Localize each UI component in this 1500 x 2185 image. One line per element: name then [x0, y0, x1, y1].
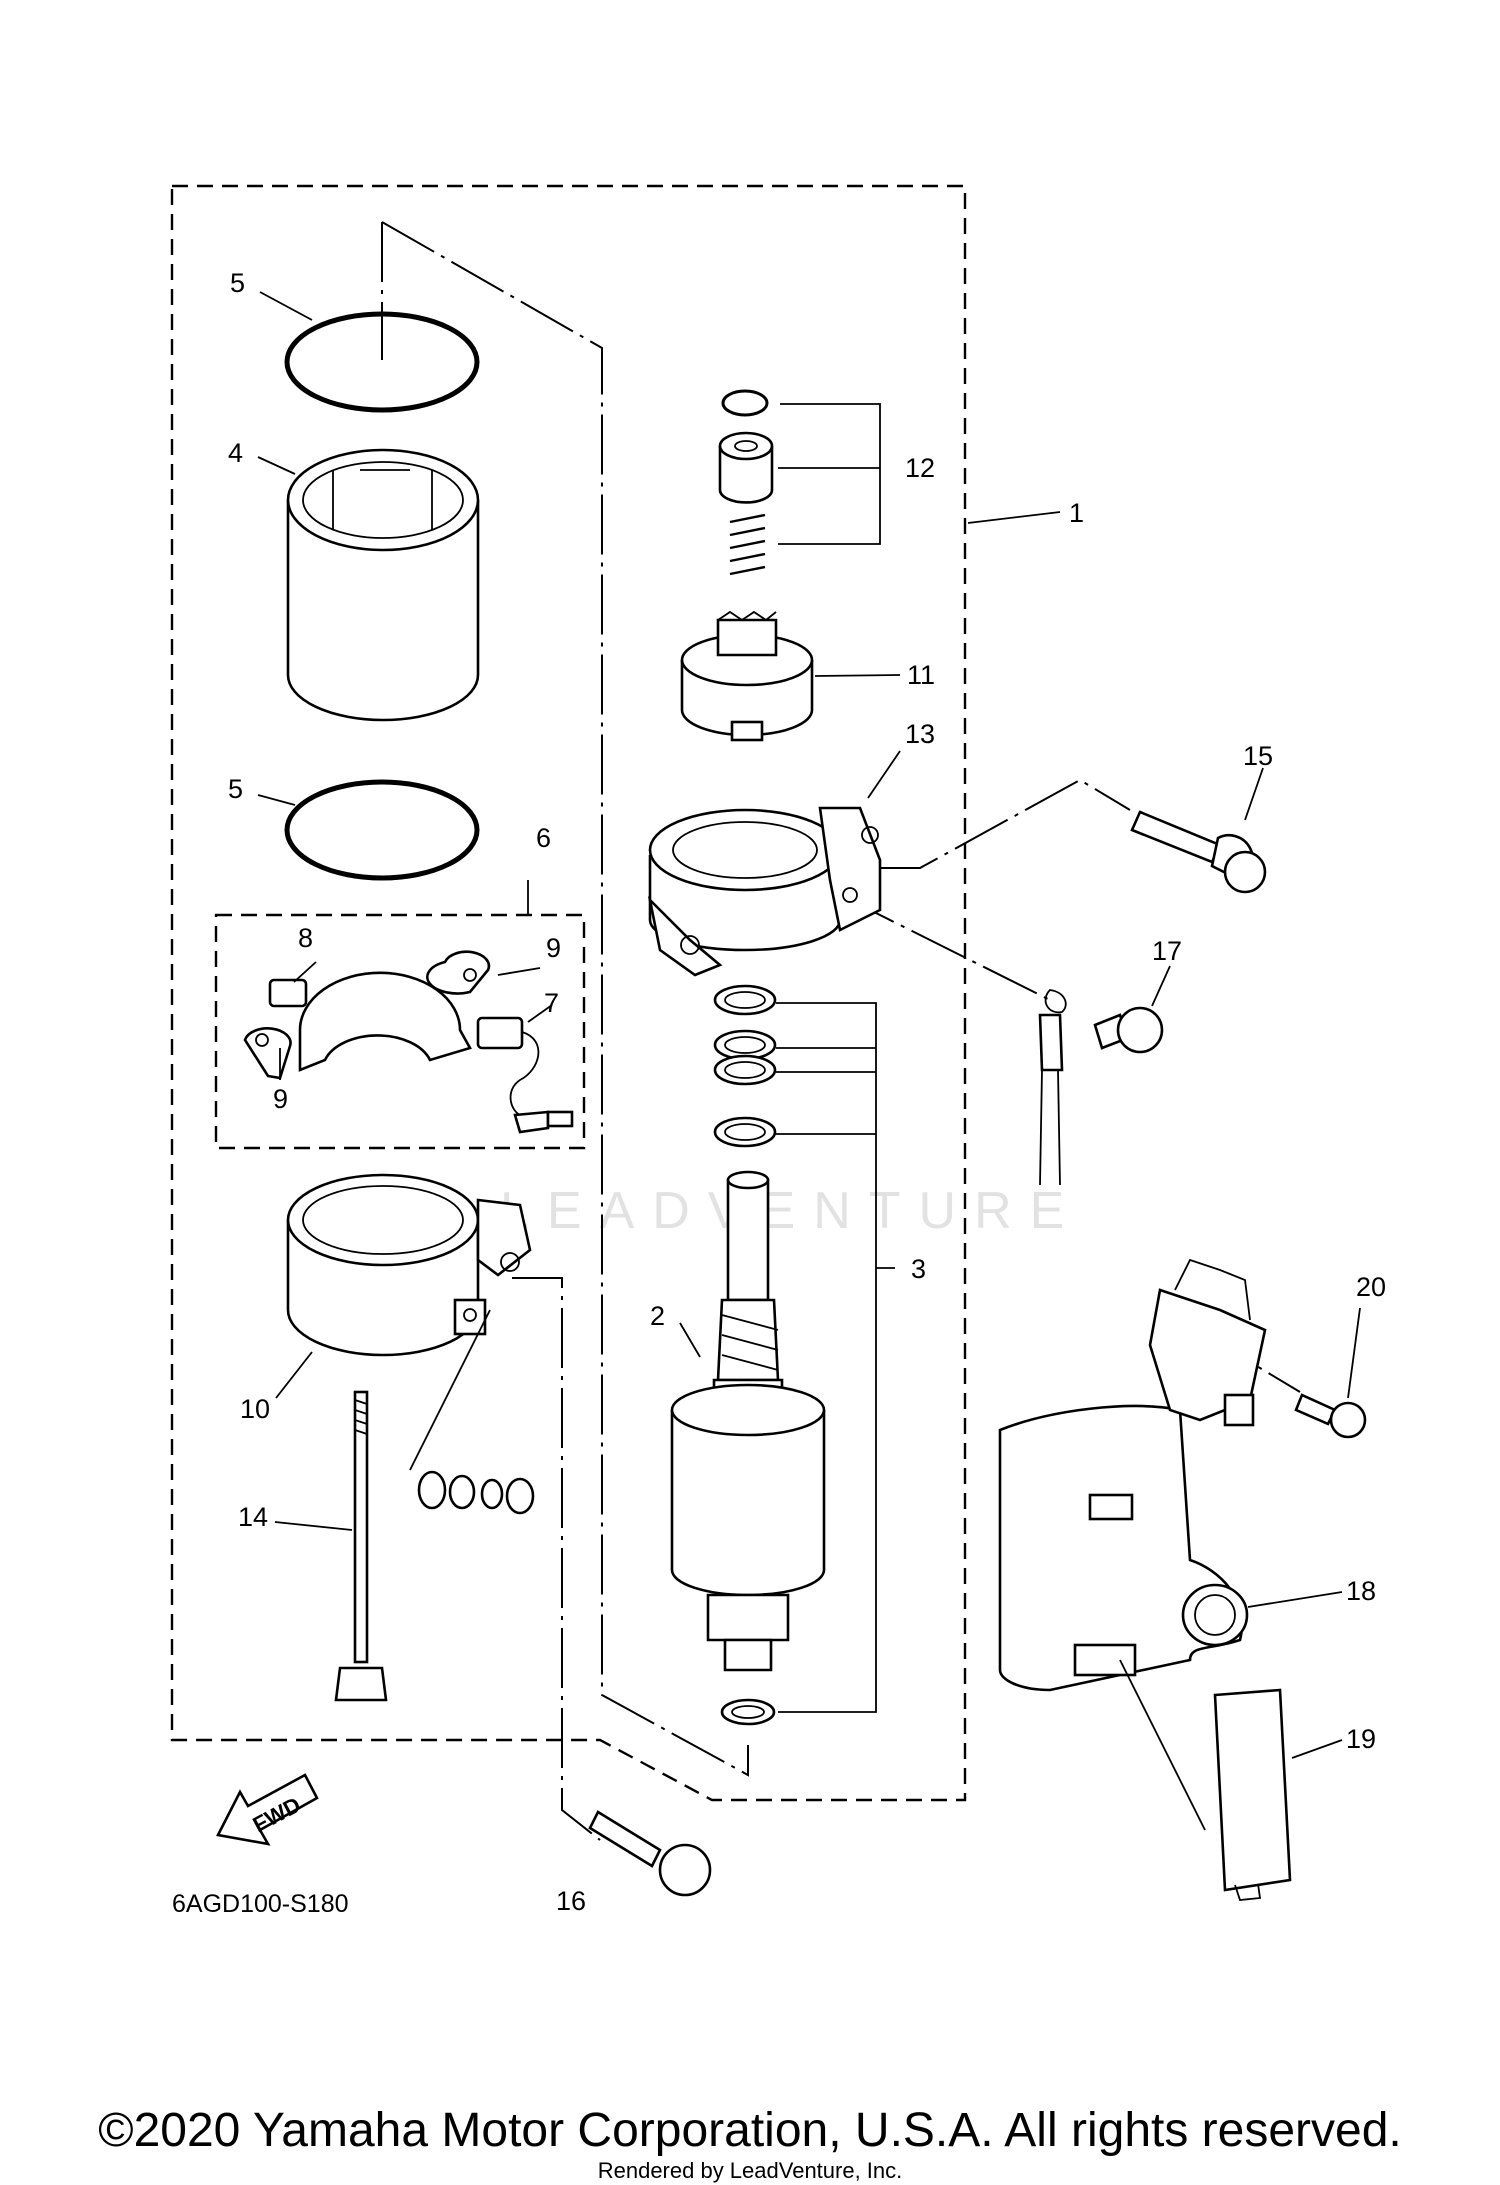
diagram-code: 6AGD100-S180 — [172, 1890, 349, 1918]
front-cover — [647, 806, 882, 977]
callout-11: 11 — [907, 660, 935, 690]
callout-7: 7 — [544, 988, 559, 1018]
callout-18: 18 — [1346, 1576, 1376, 1606]
callout-4: 4 — [228, 438, 243, 468]
callout-6: 6 — [536, 823, 551, 853]
callout-20: 20 — [1356, 1272, 1386, 1302]
assembly-boundary — [170, 184, 967, 1802]
callout-2: 2 — [650, 1301, 665, 1331]
rendered-by-notice: Rendered by LeadVenture, Inc. — [597, 2158, 903, 2183]
watermark-text: LEADVENTURE — [500, 1182, 1082, 1240]
starter-cover — [998, 1258, 1267, 1692]
o-ring-lower — [284, 779, 480, 881]
shim-washers — [713, 984, 777, 1726]
callout-12: 12 — [905, 453, 935, 483]
o-ring-upper — [284, 311, 480, 413]
through-bolt — [334, 1390, 388, 1702]
brush-holder-boundary — [214, 913, 586, 1150]
armature — [670, 1170, 826, 1672]
rear-cover — [286, 1173, 532, 1357]
callout-14: 14 — [238, 1502, 268, 1532]
callout-19: 19 — [1346, 1724, 1376, 1754]
terminal-nut-set — [417, 1470, 535, 1515]
callout-16: 16 — [556, 1886, 586, 1916]
brush-holder-set — [243, 950, 574, 1134]
callout-9-left: 9 — [273, 1084, 288, 1114]
bolt-16-guide — [512, 1277, 601, 1841]
pinion-clutch — [680, 610, 814, 742]
callout-5-top: 5 — [230, 268, 245, 298]
stop-collar — [718, 431, 774, 504]
yoke — [286, 448, 480, 722]
callout-8: 8 — [298, 923, 313, 953]
callout-10: 10 — [240, 1394, 270, 1424]
leader-lines — [257, 291, 1361, 1759]
callout-1: 1 — [1069, 498, 1084, 528]
callout-3: 3 — [911, 1254, 926, 1284]
callout-5-bottom: 5 — [228, 774, 243, 804]
callout-17: 17 — [1152, 936, 1182, 966]
copyright-notice: ©2020 Yamaha Motor Corporation, U.S.A. A… — [98, 2104, 1402, 2157]
center-guide-line — [381, 221, 749, 1777]
small-o-ring — [721, 389, 769, 417]
bolt-20 — [1294, 1393, 1367, 1439]
bolt-17 — [1038, 989, 1164, 1186]
callout-15: 15 — [1243, 741, 1273, 771]
nut-guide — [409, 1309, 491, 1471]
bolt-15-guide — [880, 778, 1131, 869]
bolt-16 — [588, 1810, 712, 1897]
cover-plate — [1213, 1688, 1292, 1901]
callout-9-right: 9 — [546, 933, 561, 963]
bolt-15 — [1130, 810, 1267, 894]
cover-plate-guide — [1119, 1659, 1206, 1831]
pinion-spring — [729, 513, 766, 576]
fwd-arrow-icon: FWD — [216, 1773, 319, 1846]
callout-13: 13 — [905, 719, 935, 749]
